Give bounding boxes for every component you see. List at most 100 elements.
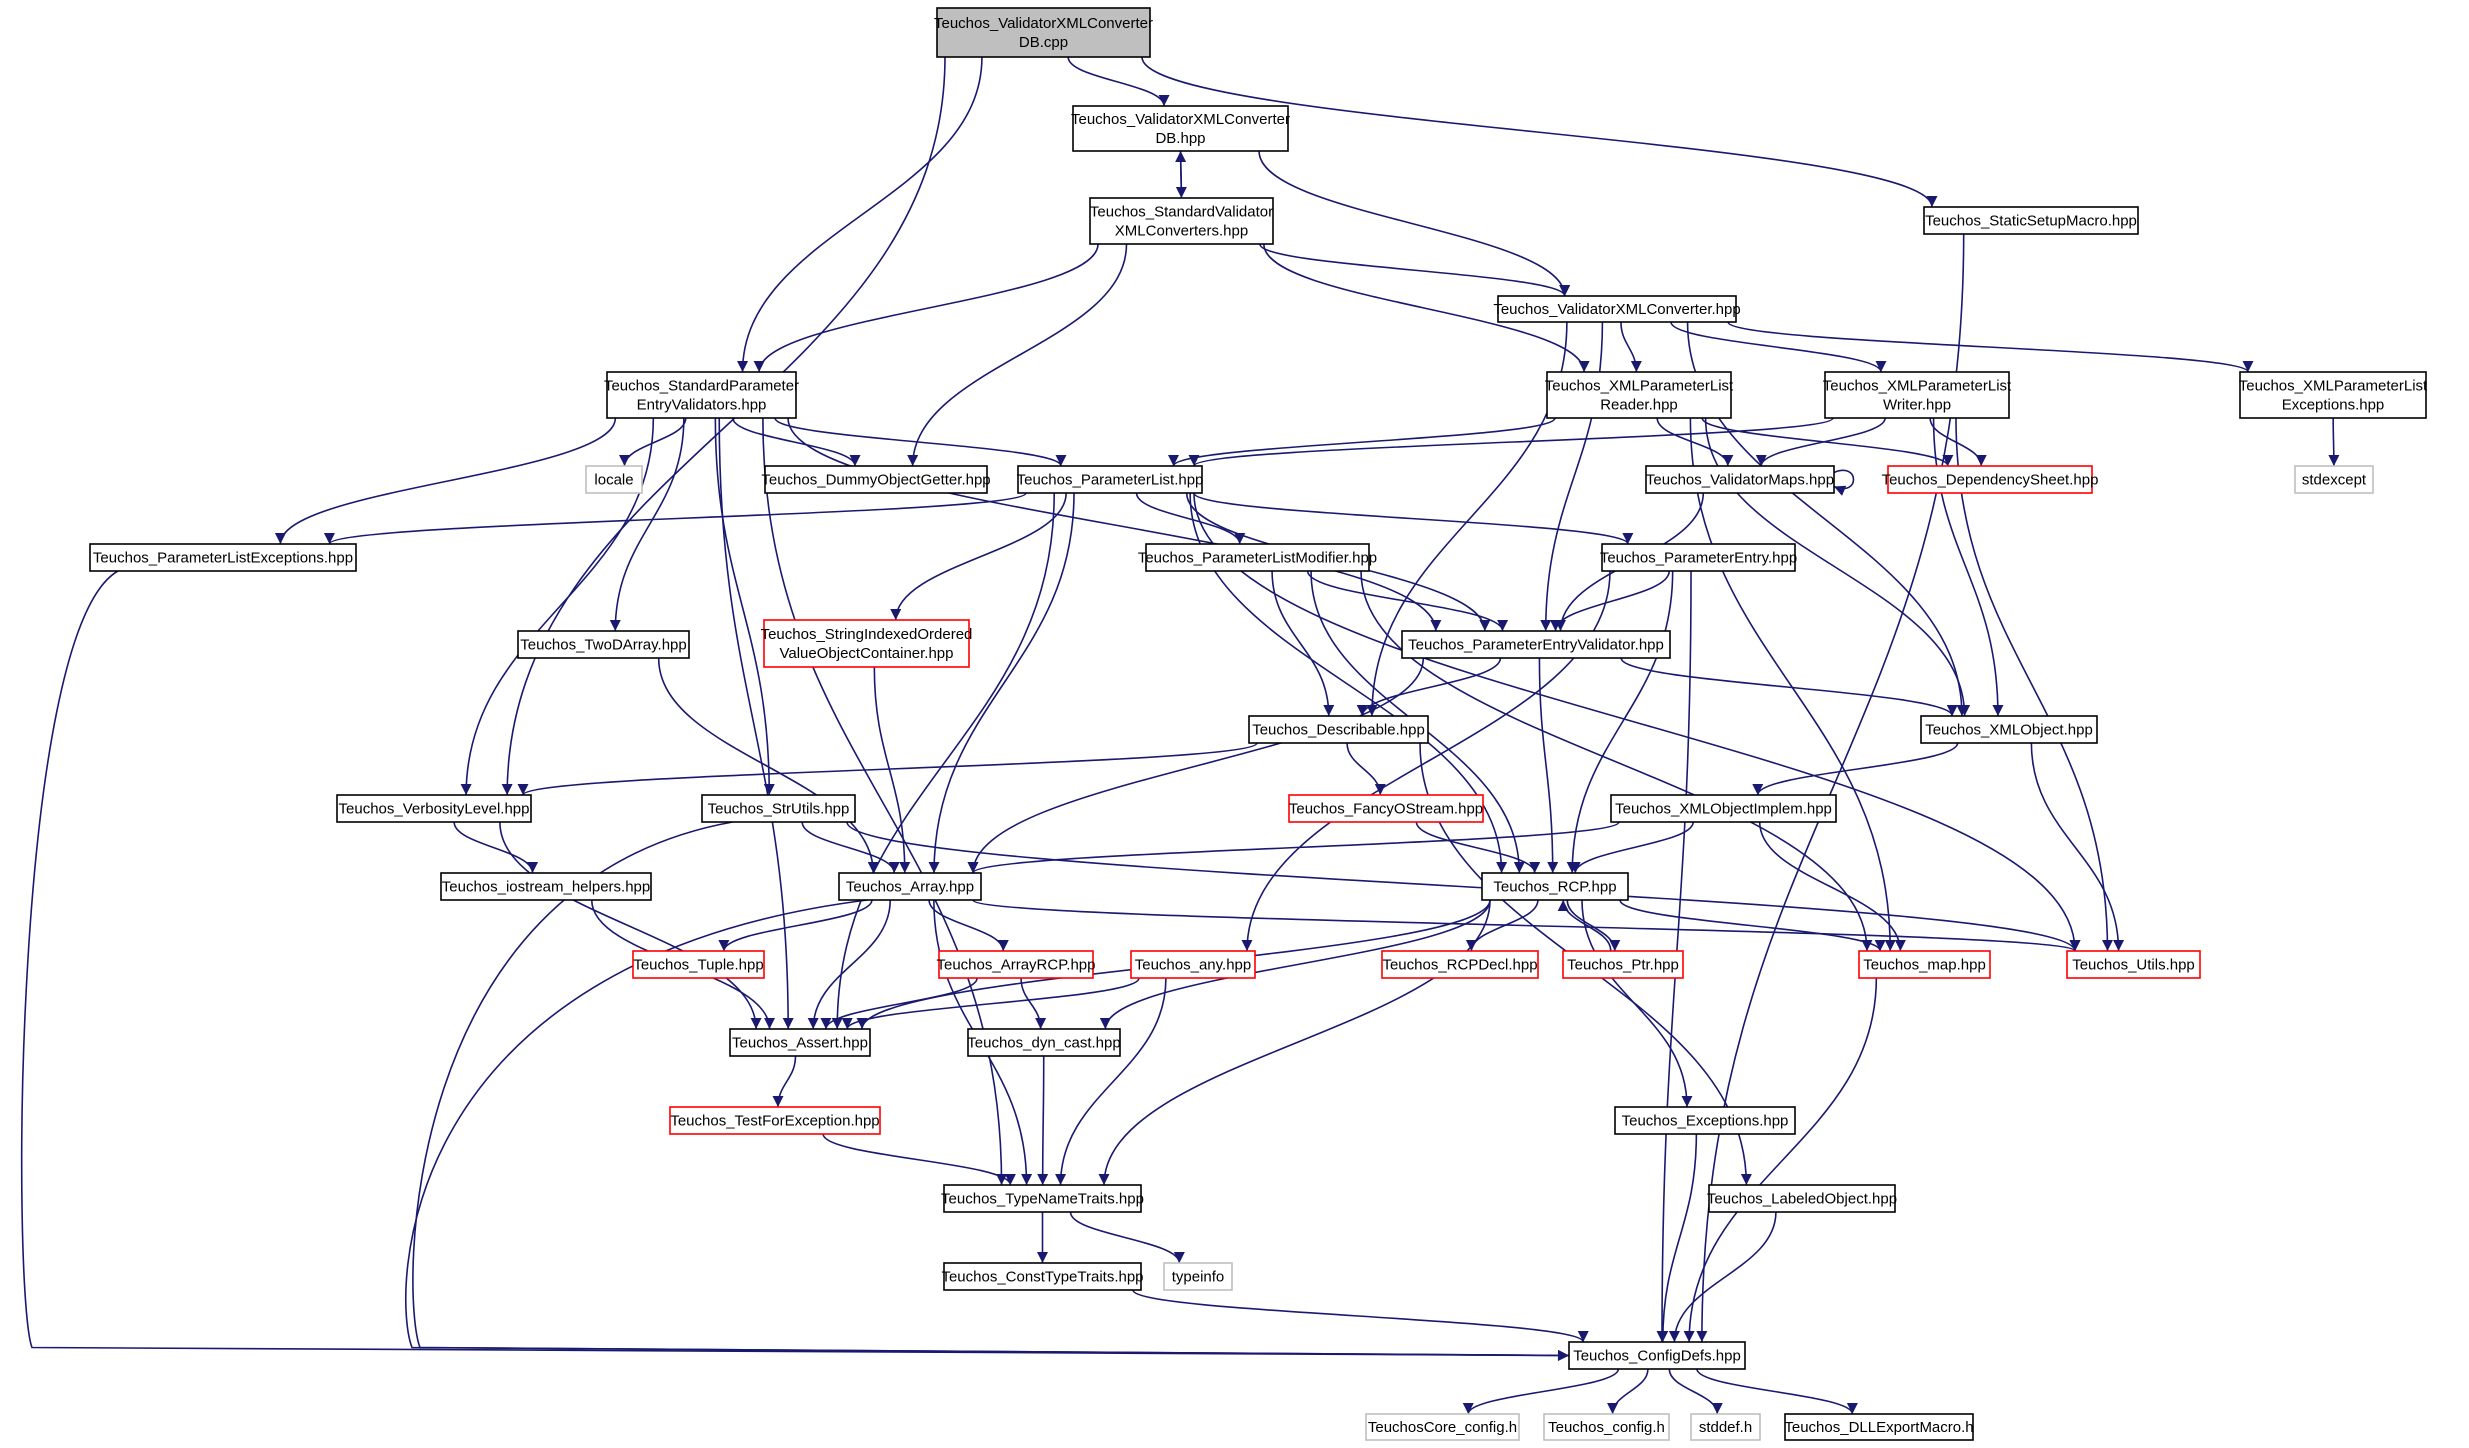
node-ioh[interactable]: Teuchos_iostream_helpers.hpp [440,872,652,901]
node-label: Teuchos_Utils.hpp [2072,957,2195,974]
node-exc[interactable]: Teuchos_Exceptions.hpp [1614,1106,1796,1135]
node-desc[interactable]: Teuchos_Describable.hpp [1248,715,1429,744]
node-plex[interactable]: Teuchos_ParameterListExceptions.hpp [89,543,357,572]
node-pev[interactable]: Teuchos_ParameterEntryValidator.hpp [1401,630,1671,659]
node-label: Teuchos_ConfigDefs.hpp [1573,1348,1741,1365]
node-box [1481,872,1629,901]
node-pl[interactable]: Teuchos_ParameterList.hpp [1017,465,1204,494]
edge-arr-to-arcp [928,899,1009,952]
node-box [764,465,988,494]
node-spev[interactable]: Teuchos_StandardParameterEntryValidators… [604,371,799,419]
node-xoi[interactable]: Teuchos_XMLObjectImplem.hpp [1610,794,1837,823]
node-typeinfo: typeinfo [1163,1262,1233,1291]
node-svxc[interactable]: Teuchos_StandardValidatorXMLConverters.h… [1089,197,1274,245]
node-box [1920,715,2098,744]
node-label: Reader.hpp [1600,397,1678,414]
node-label: Teuchos_StandardParameter [604,378,799,395]
node-map[interactable]: Teuchos_map.hpp [1858,950,1991,979]
node-label: Teuchos_dyn_cast.hpp [967,1035,1120,1052]
node-box [1708,1184,1896,1213]
node-box [1248,715,1429,744]
node-sioc[interactable]: Teuchos_StringIndexedOrderedValueObjectC… [761,619,973,668]
node-label: Teuchos_TwoDArray.hpp [520,637,686,654]
node-box [1017,465,1203,494]
edge-xo-to-utils [2030,742,2125,952]
node-label: Teuchos_any.hpp [1135,957,1251,974]
node-plm[interactable]: Teuchos_ParameterListModifier.hpp [1138,543,1377,572]
edge-pl-to-pe [1193,492,1634,545]
node-label: Teuchos_Tuple.hpp [633,957,763,974]
node-locale: locale [585,465,643,494]
node-box [1887,465,2093,494]
edge-xple-to-stdexcept [2328,417,2340,467]
edge-spev-to-tda [609,417,685,632]
node-box [1645,465,1835,494]
node-vl[interactable]: Teuchos_VerbosityLevel.hpp [336,794,532,823]
node-box [1163,1262,1233,1291]
edge-tnt-to-typeinfo [1069,1211,1185,1264]
edge-arr-to-utils [972,899,2080,952]
node-box [669,1106,881,1135]
node-tup[interactable]: Teuchos_Tuple.hpp [632,950,765,979]
node-label: DB.hpp [1155,130,1205,147]
node-ssm[interactable]: Teuchos_StaticSetupMacro.hpp [1923,206,2139,235]
node-label: Teuchos_RCP.hpp [1493,879,1616,896]
node-arr[interactable]: Teuchos_Array.hpp [838,872,982,901]
node-box [1546,371,1732,419]
node-arcp[interactable]: Teuchos_ArrayRCP.hpp [937,950,1096,979]
node-pe[interactable]: Teuchos_ParameterEntry.hpp [1600,543,1797,572]
node-label: Teuchos_DummyObjectGetter.hpp [761,472,990,489]
node-dll[interactable]: Teuchos_DLLExportMacro.h [1784,1413,1974,1441]
node-fos[interactable]: Teuchos_FancyOStream.hpp [1288,794,1484,823]
node-cd[interactable]: Teuchos_ConfigDefs.hpp [1568,1341,1746,1370]
node-box [1858,950,1991,979]
node-label: Teuchos_ValidatorXMLConverter.hpp [1493,301,1740,318]
node-dync[interactable]: Teuchos_dyn_cast.hpp [967,1028,1121,1057]
edge-su-to-utils [846,821,2081,952]
node-xo[interactable]: Teuchos_XMLObject.hpp [1920,715,2098,744]
node-ctt[interactable]: Teuchos_ConstTypeTraits.hpp [941,1262,1144,1291]
node-box [943,1184,1142,1213]
edge-root-to-vxcdb [1067,56,1170,107]
node-label: Teuchos_StandardValidator [1090,204,1273,221]
node-stddef: stddef.h [1690,1413,1761,1441]
edge-spev-to-locale [619,417,687,467]
edge-cd-to-tcc [1462,1368,1620,1415]
node-rcp[interactable]: Teuchos_RCP.hpp [1481,872,1629,901]
edge-map-to-cd [1683,977,1878,1343]
node-vm[interactable]: Teuchos_ValidatorMaps.hpp [1645,465,1835,494]
node-label: Teuchos_ParameterListModifier.hpp [1138,550,1377,567]
edge-plm-to-desc [1271,570,1335,717]
node-label: Teuchos_FancyOStream.hpp [1289,801,1483,818]
node-tnt[interactable]: Teuchos_TypeNameTraits.hpp [941,1184,1144,1213]
edge-su-to-arr [801,821,900,874]
edge-dync-to-tnt [1037,1055,1049,1186]
node-ptr[interactable]: Teuchos_Ptr.hpp [1562,950,1684,979]
node-any[interactable]: Teuchos_any.hpp [1130,950,1256,979]
edge-pe-to-rcp [1566,570,1674,874]
edge-spev-to-asrt [718,417,794,1030]
edge-xplw-to-pl [1188,417,1834,467]
edge-arcp-to-dync [1020,977,1047,1030]
node-utils[interactable]: Teuchos_Utils.hpp [2066,950,2201,979]
node-box [967,1028,1121,1057]
node-label: Teuchos_DLLExportMacro.h [1784,1419,1973,1436]
node-label: locale [594,472,633,489]
node-vxc[interactable]: Teuchos_ValidatorXMLConverter.hpp [1493,295,1741,323]
node-su[interactable]: Teuchos_StrUtils.hpp [701,794,856,823]
node-label: Teuchos_StrUtils.hpp [708,801,850,818]
node-dog[interactable]: Teuchos_DummyObjectGetter.hpp [761,465,991,494]
node-label: ValueObjectContainer.hpp [779,645,953,662]
node-ds[interactable]: Teuchos_DependencySheet.hpp [1882,465,2099,494]
node-tda[interactable]: Teuchos_TwoDArray.hpp [517,630,690,659]
node-lo[interactable]: Teuchos_LabeledObject.hpp [1707,1184,1897,1213]
node-rcpd[interactable]: Teuchos_RCPDecl.hpp [1381,950,1539,979]
node-tfe[interactable]: Teuchos_TestForException.hpp [669,1106,881,1135]
node-box [1072,105,1289,152]
node-asrt[interactable]: Teuchos_Assert.hpp [729,1028,871,1057]
